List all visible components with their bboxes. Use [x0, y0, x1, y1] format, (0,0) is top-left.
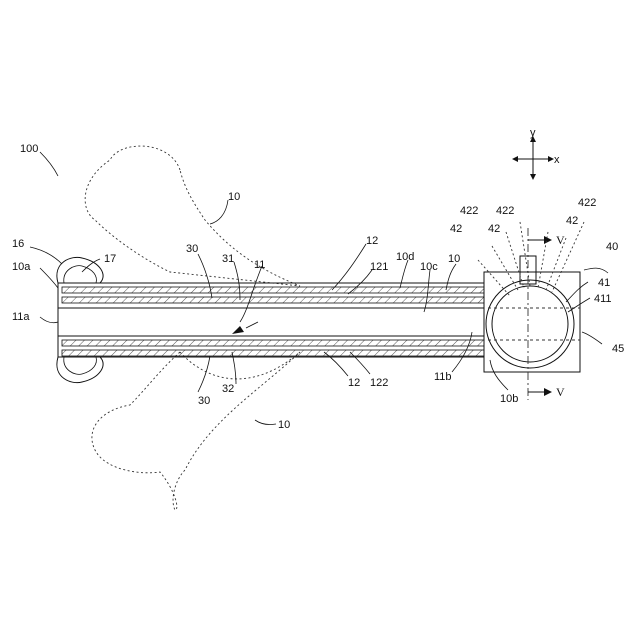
bottom-wall-inner-layer — [62, 340, 484, 346]
label-11b: 11b — [434, 371, 452, 383]
top-wall-outer-layer — [62, 287, 484, 293]
connector-block[interactable] — [484, 272, 580, 372]
label-10c: 10c — [420, 261, 438, 273]
section-mark-bottom: V — [556, 385, 565, 399]
label-10-bottom: 10 — [278, 419, 290, 431]
label-10-top: 10 — [228, 191, 240, 203]
label-411: 411 — [594, 293, 612, 305]
label-422-right: 422 — [578, 197, 596, 209]
label-30-top: 30 — [186, 243, 198, 255]
label-10b: 10b — [500, 393, 518, 405]
label-422-mid: 422 — [496, 205, 514, 217]
label-12-top: 12 — [366, 235, 378, 247]
label-17: 17 — [104, 253, 116, 265]
label-30-bottom: 30 — [198, 395, 210, 407]
axis-x-label: x — [554, 154, 560, 166]
label-16: 16 — [12, 238, 24, 250]
label-10a: 10a — [12, 261, 31, 273]
label-41: 41 — [598, 277, 610, 289]
label-42-mid: 42 — [488, 223, 500, 235]
label-100: 100 — [20, 143, 38, 155]
coupling-ring-outer — [486, 280, 574, 368]
label-10-tube: 10 — [448, 253, 460, 265]
label-40: 40 — [606, 241, 618, 253]
axis-y-label: y — [530, 127, 536, 139]
label-11a: 11a — [12, 311, 30, 323]
bone-outline-top — [85, 146, 300, 286]
bone-outline-bottom — [92, 352, 300, 510]
label-32: 32 — [222, 383, 234, 395]
label-11: 11 — [254, 259, 265, 271]
coupling-ring-inner — [492, 286, 568, 362]
top-wall-inner-layer — [62, 297, 484, 303]
label-45: 45 — [612, 343, 624, 355]
label-42-right: 42 — [566, 215, 578, 227]
label-122: 122 — [370, 377, 388, 389]
label-121: 121 — [370, 261, 388, 273]
label-31: 31 — [222, 253, 234, 265]
label-42-left: 42 — [450, 223, 462, 235]
bottom-wall-outer-layer — [62, 350, 484, 356]
label-10d: 10d — [396, 251, 414, 263]
section-mark-top: V — [556, 233, 565, 247]
label-12-bottom: 12 — [348, 377, 360, 389]
label-422-left: 422 — [460, 205, 478, 217]
